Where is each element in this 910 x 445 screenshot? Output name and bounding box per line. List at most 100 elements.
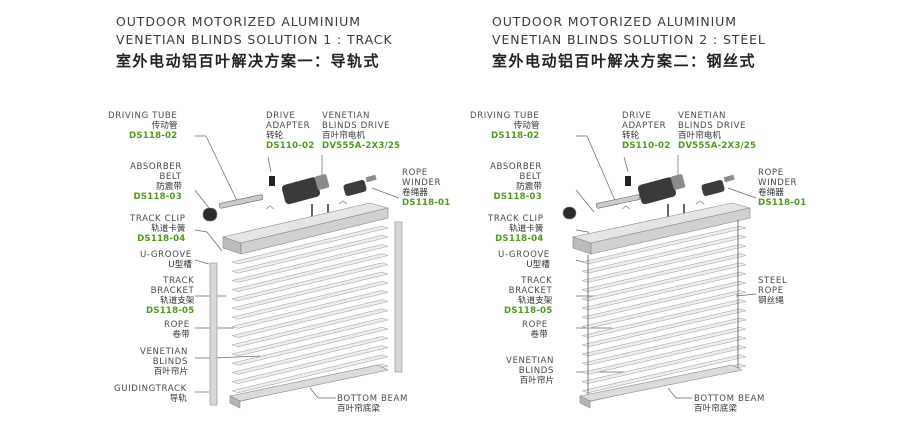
part-code: DS118-03 bbox=[493, 192, 542, 202]
part-code: DV555A-2X3/25 bbox=[678, 141, 757, 151]
label-en: TRACK bbox=[163, 276, 195, 286]
rope-winder bbox=[701, 180, 725, 196]
motor-head bbox=[670, 174, 686, 190]
part-code: DS118-03 bbox=[133, 192, 182, 202]
label-en: BLINDS DRIVE bbox=[678, 121, 747, 131]
label-cn: 轨道卡簧 bbox=[151, 224, 186, 234]
label-cn: 传动管 bbox=[513, 121, 540, 131]
exploded-parts bbox=[562, 174, 735, 220]
label-venetian-drive: VENETIAN BLINDS DRIVE 百叶帘电机 DV555A-2X3/2… bbox=[322, 111, 400, 151]
label-en: BLINDS bbox=[518, 366, 555, 376]
absorber-belt bbox=[202, 207, 218, 222]
slat bbox=[581, 234, 747, 274]
drive-adapter bbox=[269, 176, 275, 186]
part-code: DS110-02 bbox=[622, 141, 671, 151]
slat bbox=[231, 354, 389, 394]
title-line-2: VENETIAN BLINDS SOLUTION 2 : STEEL bbox=[492, 32, 766, 47]
label-en: ROPE bbox=[522, 320, 548, 330]
absorber-belt bbox=[562, 206, 577, 220]
label-cn: 防震带 bbox=[516, 182, 542, 192]
label-en: BOTTOM BEAM bbox=[694, 394, 765, 404]
label-cn: 防震带 bbox=[156, 182, 182, 192]
label-en: WINDER bbox=[758, 178, 798, 188]
label-drive-adapter: DRIVE ADAPTER 转轮 DS110-02 bbox=[266, 111, 314, 151]
label-cn: U型槽 bbox=[526, 260, 550, 270]
label-driving-tube: DRIVING TUBE 传动管 DS118-02 bbox=[108, 111, 177, 141]
label-cn: 卷带 bbox=[172, 330, 190, 340]
label-en: TRACK bbox=[521, 276, 553, 286]
part-code: DS110-02 bbox=[266, 141, 315, 151]
slat bbox=[581, 290, 747, 329]
title-line-2: VENETIAN BLINDS SOLUTION 1 : TRACK bbox=[116, 32, 393, 47]
slat bbox=[581, 244, 747, 283]
label-en: TRACK CLIP bbox=[130, 214, 186, 224]
panel-title-cn: 室外电动铝百叶解决方案一：导轨式 bbox=[116, 52, 381, 70]
slat bbox=[581, 308, 747, 348]
label-en: ADAPTER bbox=[622, 121, 667, 131]
label-en: BRACKET bbox=[150, 286, 195, 296]
rope-winder bbox=[343, 180, 367, 196]
slat bbox=[231, 280, 389, 320]
label-en: TRACK CLIP bbox=[488, 214, 544, 224]
label-en: WINDER bbox=[402, 178, 442, 188]
label-en: U-GROOVE bbox=[498, 250, 550, 260]
label-venetian-blinds: VENETIAN BLINDS 百叶帘片 bbox=[506, 356, 554, 386]
label-en: VENETIAN bbox=[140, 347, 189, 357]
label-cn: U型槽 bbox=[168, 260, 192, 270]
panel-steel-solution: OUTDOOR MOTORIZED ALUMINIUM VENETIAN BLI… bbox=[470, 0, 910, 445]
label-venetian-drive: VENETIAN BLINDS DRIVE 百叶帘电机 DV555A-2X3/2… bbox=[678, 111, 756, 151]
part-code: DS118-01 bbox=[758, 198, 807, 208]
label-track-bracket: TRACK BRACKET 轨道支架 DS118-05 bbox=[146, 276, 194, 316]
label-en: U-GROOVE bbox=[140, 250, 192, 260]
rope-winder-shaft bbox=[723, 174, 735, 183]
blind-diagram-steel bbox=[562, 135, 757, 409]
label-en: VENETIAN bbox=[678, 111, 727, 121]
slat bbox=[581, 271, 747, 311]
bottom-beam bbox=[229, 364, 389, 409]
label-cn: 百叶帘电机 bbox=[322, 131, 365, 141]
panel-track-solution: OUTDOOR MOTORIZED ALUMINIUM VENETIAN BLI… bbox=[108, 14, 451, 414]
slat bbox=[231, 234, 389, 274]
label-rope: ROPE 卷带 bbox=[522, 320, 548, 340]
label-en: ROPE bbox=[164, 320, 190, 330]
guiding-track-left bbox=[209, 262, 218, 406]
slat bbox=[581, 299, 747, 338]
exploded-parts bbox=[202, 174, 377, 222]
label-en: ABSORBER bbox=[130, 162, 182, 172]
label-en: DRIVING TUBE bbox=[470, 111, 540, 121]
label-en: BELT bbox=[159, 172, 182, 182]
label-cn: 百叶帘片 bbox=[519, 376, 555, 386]
label-guiding-track: GUIDINGTRACK 导轨 bbox=[114, 384, 187, 404]
part-code: DS118-02 bbox=[491, 131, 540, 141]
label-venetian-blinds: VENETIAN BLINDS 百叶帘片 bbox=[140, 347, 188, 377]
label-cn: 卷带 bbox=[530, 330, 548, 340]
label-u-groove: U-GROOVE U型槽 bbox=[498, 250, 550, 270]
label-steel-rope: STEEL ROPE 钢丝绳 bbox=[758, 276, 787, 306]
label-en: VENETIAN bbox=[322, 111, 371, 121]
track-clip-2 bbox=[338, 200, 348, 205]
driving-tube bbox=[219, 194, 264, 209]
slats bbox=[231, 225, 389, 403]
slat bbox=[581, 336, 747, 375]
part-code: DS118-01 bbox=[402, 198, 451, 208]
label-bottom-beam: BOTTOM BEAM 百叶帘底梁 bbox=[337, 394, 408, 414]
slat bbox=[231, 317, 389, 357]
slat bbox=[231, 244, 389, 283]
slat bbox=[231, 336, 389, 375]
part-code: DV555A-2X3/25 bbox=[322, 141, 401, 151]
label-u-groove: U-GROOVE U型槽 bbox=[140, 250, 192, 270]
panel-title-en: OUTDOOR MOTORIZED ALUMINIUM VENETIAN BLI… bbox=[492, 13, 766, 49]
label-en: BLINDS DRIVE bbox=[322, 121, 391, 131]
part-code: DS118-05 bbox=[504, 306, 553, 316]
label-en: BOTTOM BEAM bbox=[337, 394, 408, 404]
label-cn: 钢丝绳 bbox=[758, 296, 784, 306]
leader-lines bbox=[575, 135, 757, 399]
label-en: ADAPTER bbox=[266, 121, 311, 131]
slat bbox=[231, 271, 389, 311]
label-cn: 百叶帘底梁 bbox=[337, 404, 380, 414]
slat bbox=[581, 326, 747, 366]
track-clip bbox=[265, 205, 275, 210]
label-cn: 导轨 bbox=[169, 394, 187, 404]
slat bbox=[231, 253, 389, 292]
slat bbox=[581, 253, 747, 292]
